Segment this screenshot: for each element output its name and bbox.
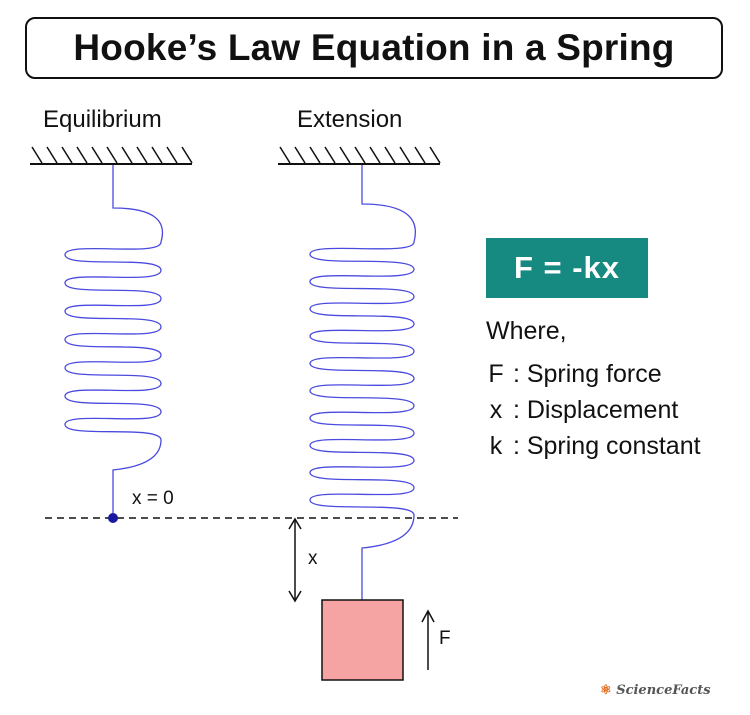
mass-block — [321, 599, 404, 681]
ceiling-left-hatch — [31, 146, 193, 164]
definition-constant: k : Spring constant — [486, 432, 701, 461]
displacement-label: x — [308, 548, 318, 569]
force-arrow — [421, 609, 435, 670]
definition-text: : Spring force — [512, 360, 662, 388]
definition-text: : Displacement — [512, 396, 679, 424]
page-title: Hooke’s Law Equation in a Spring — [25, 17, 723, 79]
where-label: Where, — [486, 317, 567, 345]
brand-name: ScienceFacts — [616, 683, 711, 698]
definition-symbol: x — [489, 396, 503, 424]
x-zero-label: x = 0 — [132, 488, 174, 509]
ceiling-right-hatch — [279, 146, 441, 164]
formula-box: F = -kx — [486, 238, 648, 298]
definition-symbol: F — [488, 360, 504, 388]
extension-label: Extension — [297, 106, 403, 133]
spring-equilibrium — [64, 165, 163, 513]
force-label: F — [439, 628, 451, 649]
spring-extended — [309, 165, 416, 600]
zero-point — [108, 513, 118, 523]
atom-icon: ⚛ — [600, 683, 612, 698]
definition-text: : Spring constant — [512, 432, 701, 460]
definition-symbol: k — [489, 432, 503, 460]
definition-force: F : Spring force — [486, 360, 662, 389]
displacement-arrow — [288, 517, 302, 603]
definition-displacement: x : Displacement — [486, 396, 679, 425]
brand-logo: ⚛ ScienceFacts — [600, 683, 711, 698]
equilibrium-label: Equilibrium — [43, 106, 162, 133]
